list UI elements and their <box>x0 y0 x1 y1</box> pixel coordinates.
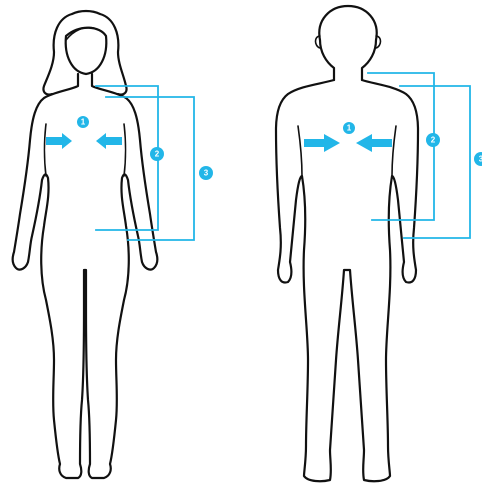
male-chest-arrow-left <box>304 134 340 152</box>
male-badge-2-label: 2 <box>431 136 436 145</box>
male-badge-3: 3 <box>474 152 482 166</box>
male-badge-1-label: 1 <box>347 124 352 133</box>
female-arm-inner <box>45 124 126 176</box>
male-badge-1: 1 <box>343 122 355 134</box>
male-badge-2: 2 <box>426 133 440 147</box>
female-badge-1-label: 1 <box>81 118 86 127</box>
female-bust-arrow-left <box>46 133 72 149</box>
male-figure <box>276 6 418 481</box>
female-figure <box>13 11 158 478</box>
female-hair <box>43 11 126 95</box>
female-bust-arrow-right <box>96 133 122 149</box>
female-badge-2: 2 <box>150 147 164 161</box>
male-ears <box>316 36 381 48</box>
female-badge-2-label: 2 <box>155 150 160 159</box>
male-body <box>276 80 418 481</box>
male-chest-arrow-right <box>356 134 392 152</box>
female-measurements: 1 2 3 <box>46 86 213 240</box>
female-badge-3-label: 3 <box>204 169 209 178</box>
male-bracket-3 <box>400 86 470 238</box>
male-head <box>319 6 376 80</box>
female-body <box>13 74 158 478</box>
female-badge-1: 1 <box>77 116 89 128</box>
female-badge-3: 3 <box>199 166 213 180</box>
